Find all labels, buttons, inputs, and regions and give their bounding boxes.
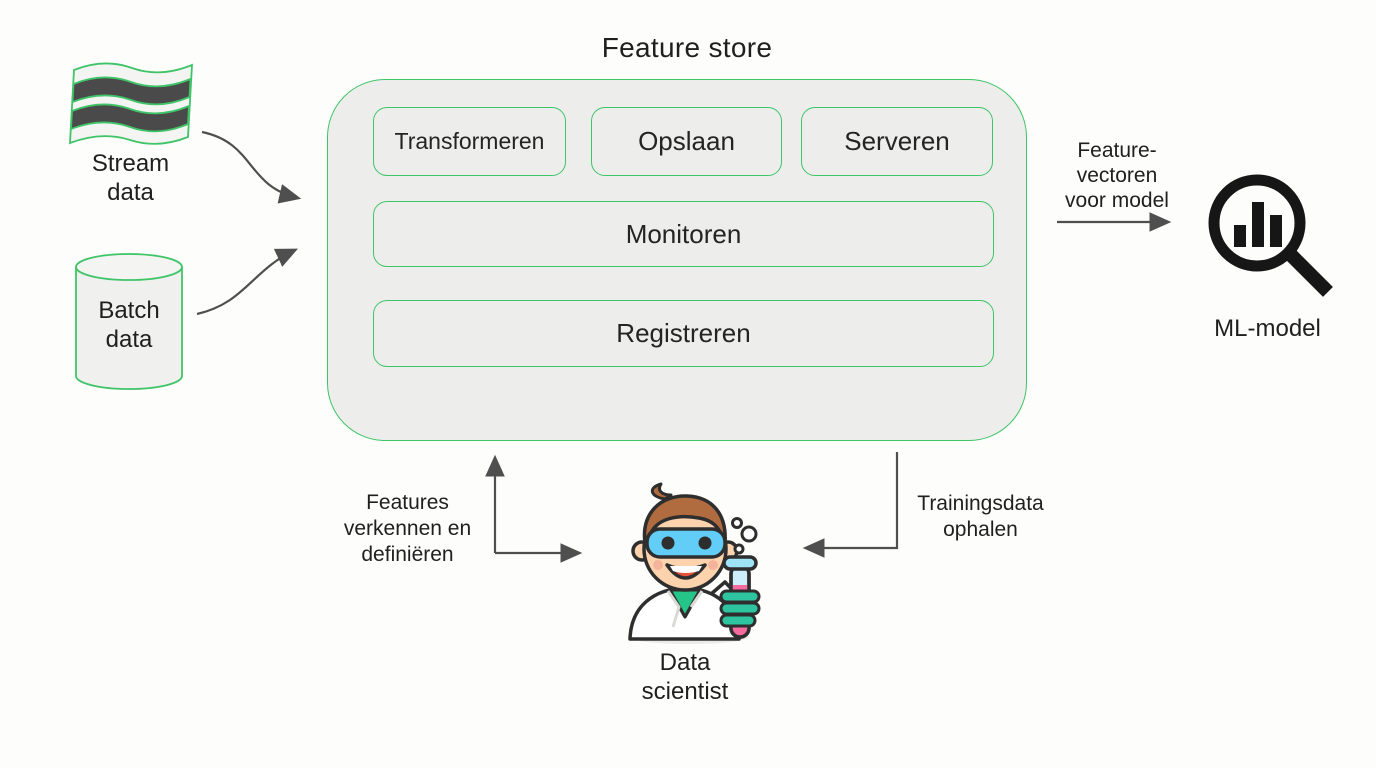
explore-features-label: Features verkennen en definiëren <box>343 491 472 566</box>
training-arrow <box>802 452 899 558</box>
store-box-monitoren: Monitoren <box>373 201 994 267</box>
feature-store-container: Transformeren Opslaan Serveren Monitoren… <box>327 79 1027 441</box>
batch-data-label: Batch data <box>98 297 160 353</box>
training-data-label: Trainingsdata ophalen <box>917 492 1044 541</box>
stream-to-store-arrow <box>201 130 302 204</box>
store-box-transformeren: Transformeren <box>373 107 566 176</box>
batch-to-store-arrow <box>196 248 298 316</box>
store-box-opslaan: Opslaan <box>591 107 782 176</box>
batch-data-icon <box>75 253 183 390</box>
ml-model-icon <box>1208 174 1333 297</box>
store-box-registreren: Registreren <box>373 300 994 367</box>
stream-data-icon <box>69 62 193 145</box>
data-scientist-label: Data scientist <box>641 649 729 705</box>
stream-data-label: Stream data <box>91 150 170 206</box>
ml-model-label: ML-model <box>1214 315 1321 342</box>
feature-vectors-label: Feature- vectoren voor model <box>1065 139 1169 212</box>
store-box-serveren: Serveren <box>801 107 993 176</box>
data-scientist-illustration <box>628 482 761 644</box>
page-title: Feature store <box>601 32 773 63</box>
